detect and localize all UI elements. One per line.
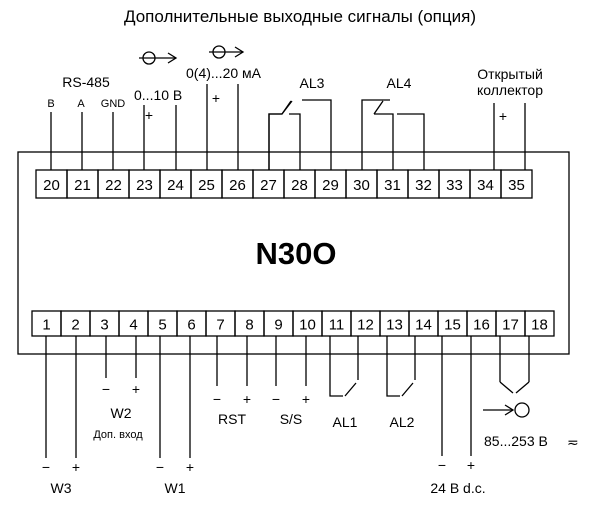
bottom-terminal-label-1: 1 (42, 317, 50, 334)
top-terminal-strip: 20 21 22 23 24 25 26 27 28 29 30 31 32 33 34 35 (35, 169, 533, 199)
bottom-terminal-label-13: 13 (386, 317, 403, 334)
bottom-terminal-label-5: 5 (158, 317, 166, 334)
rs485-gnd-label: GND (101, 98, 126, 110)
plus-25: + (212, 90, 220, 106)
minus-3: − (102, 381, 110, 397)
top-terminal-label-33: 33 (446, 177, 463, 194)
minus-1: − (42, 459, 50, 475)
diagram-title: Дополнительные выходные сигналы (опция) (124, 7, 476, 26)
w1-label: W1 (165, 480, 186, 496)
top-terminal-label-26: 26 (229, 177, 246, 194)
supply-ac-label: 85...253 B (484, 433, 548, 449)
ac-symbol: ≂ (567, 434, 579, 450)
supply-ac-connector (499, 381, 530, 394)
al3-contacts (268, 100, 292, 170)
plus-6: + (186, 459, 194, 475)
ss-label: S/S (280, 411, 303, 427)
open-collector-label-2: коллектор (477, 82, 543, 98)
voltage-output-label: 0...10 B (134, 87, 182, 103)
supply-input-icon (483, 402, 530, 418)
bottom-terminal-label-7: 7 (216, 317, 224, 334)
top-terminal-label-23: 23 (136, 177, 153, 194)
plus-16: + (467, 457, 475, 473)
rs485-b-label: B (47, 98, 54, 110)
minus-15: − (438, 457, 446, 473)
plus-23: + (145, 107, 153, 123)
top-terminal-label-29: 29 (322, 177, 339, 194)
plus-34: + (499, 108, 507, 124)
top-terminal-label-22: 22 (105, 177, 122, 194)
al4-contact-lines (361, 99, 425, 170)
bottom-terminal-label-16: 16 (473, 317, 490, 334)
top-terminal-label-27: 27 (260, 177, 277, 194)
voltage-output-icon (139, 51, 178, 65)
top-terminal-label-25: 25 (198, 177, 215, 194)
plus-2: + (72, 459, 80, 475)
al2-contact (386, 336, 416, 397)
top-terminal-label-28: 28 (291, 177, 308, 194)
bottom-terminal-label-12: 12 (357, 317, 374, 334)
al3-label: AL3 (300, 75, 325, 91)
al2-label: AL2 (390, 414, 415, 430)
minus-7: − (213, 391, 221, 407)
w2-label: W2 (111, 405, 132, 421)
al1-contact (329, 336, 359, 397)
top-terminal-label-20: 20 (43, 177, 60, 194)
rst-label: RST (218, 411, 246, 427)
bottom-terminal-label-2: 2 (71, 317, 79, 334)
top-wiring: RS-485 B A GND 0...10 B + 0(4)...20 мA +… (47, 45, 543, 170)
bottom-terminal-label-9: 9 (274, 317, 282, 334)
bottom-terminal-label-17: 17 (502, 317, 519, 334)
bottom-wiring: − + W3 − + W2 Доп. вход − + W1 − + RST −… (42, 336, 579, 496)
top-terminal-label-24: 24 (167, 177, 184, 194)
device-name: N30O (256, 236, 337, 271)
rs485-label: RS-485 (62, 74, 110, 90)
rs485-a-label: A (77, 98, 85, 110)
device-body (17, 151, 570, 355)
al3-contact-lines (268, 99, 332, 170)
top-terminal-label-32: 32 (415, 177, 432, 194)
plus-8: + (243, 391, 251, 407)
w3-label: W3 (51, 480, 72, 496)
al1-label: AL1 (333, 414, 358, 430)
bottom-terminal-label-10: 10 (299, 317, 316, 334)
bottom-terminal-label-14: 14 (415, 317, 432, 334)
top-terminal-label-35: 35 (508, 177, 525, 194)
plus-10: + (302, 391, 310, 407)
bottom-terminal-label-11: 11 (329, 317, 345, 334)
bottom-terminal-label-3: 3 (100, 317, 108, 334)
top-terminal-label-21: 21 (74, 177, 91, 194)
current-output-label: 0(4)...20 мA (186, 65, 262, 81)
top-terminal-cell-35 (500, 169, 533, 199)
top-terminal-label-31: 31 (384, 177, 401, 194)
al4-label: AL4 (387, 75, 412, 91)
aux-input-label: Доп. вход (93, 429, 143, 441)
top-terminal-label-34: 34 (477, 177, 494, 194)
bottom-terminal-label-6: 6 (187, 317, 195, 334)
top-terminal-label-30: 30 (353, 177, 370, 194)
bottom-terminal-label-4: 4 (129, 317, 137, 334)
bottom-terminal-label-8: 8 (245, 317, 253, 334)
minus-9: − (272, 391, 280, 407)
bottom-terminal-cell-18 (524, 310, 555, 337)
plus-4: + (132, 381, 140, 397)
supply-24-label: 24 B d.c. (430, 480, 485, 496)
current-output-icon (209, 45, 245, 59)
bottom-terminal-label-15: 15 (444, 317, 461, 334)
minus-5: − (156, 459, 164, 475)
open-collector-label-1: Открытый (477, 66, 543, 82)
bottom-terminal-label-18: 18 (531, 317, 548, 334)
